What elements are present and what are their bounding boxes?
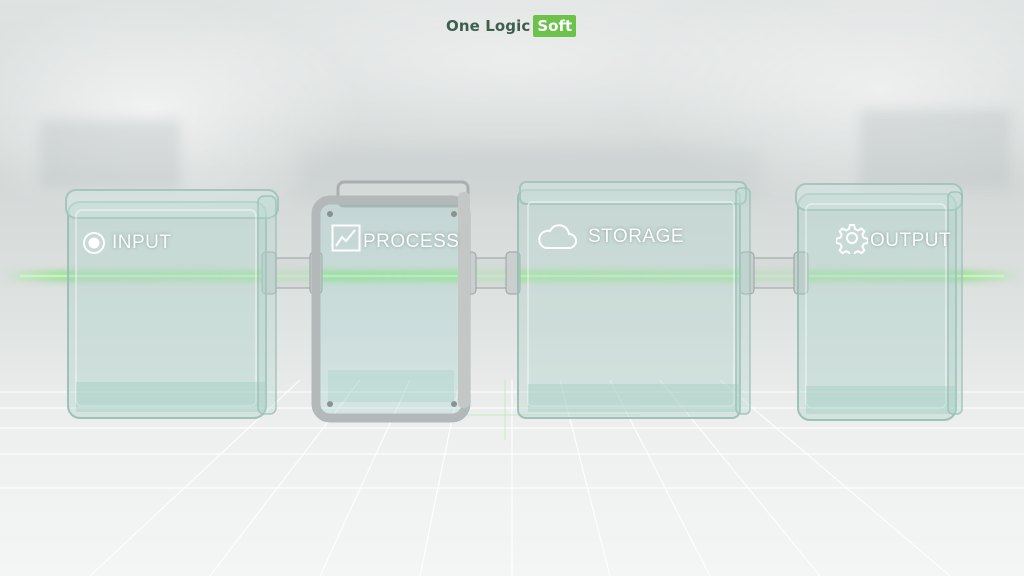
stage-output-label: OUTPUT [870,230,952,251]
brand-name: One Logic [446,17,531,35]
stage-output: OUTPUT [836,222,951,254]
stage-storage-label: STORAGE [588,226,685,247]
stage-process: PROCESS [331,223,459,253]
brand-badge: Soft [533,15,577,37]
line-chart-icon [331,224,361,252]
process-frame [311,180,471,423]
background-shelf [40,120,180,190]
stage-process-label: PROCESS [363,231,460,252]
stage-input-label: INPUT [112,232,172,253]
cloud-icon [538,224,577,249]
stage-input: INPUT [82,231,172,255]
stage-storage: STORAGE [536,223,684,251]
input-cube [65,189,279,419]
brand-logo: One Logic Soft [446,14,577,38]
storage-cube [517,181,751,419]
output-cube [795,183,963,421]
gear-icon [836,224,868,254]
record-icon [83,232,105,254]
background-shelf [860,110,1010,190]
